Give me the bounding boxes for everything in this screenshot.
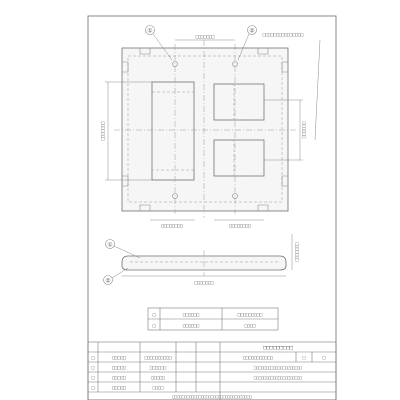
tb-row-4-value: □□□□	[153, 386, 164, 391]
right-lower-pocket-hidden	[233, 139, 265, 177]
right-upper-pocket-hidden	[233, 83, 265, 121]
balloon-1-label: ①	[147, 28, 152, 35]
dim-bottom-right-text: □□□□□□□□	[229, 224, 251, 229]
balloon-2-leader	[237, 33, 250, 61]
balloon-2	[247, 25, 257, 35]
side-view: ① ② □□□□□□□ □□□□□□□	[103, 234, 300, 286]
tb-row-3-name: □□□□□	[112, 376, 126, 381]
balloon-2-label: ②	[249, 28, 254, 35]
sheet-border	[87, 15, 337, 400]
top-view: ① ② □□□□□□□ □□□□□□□ □□□□□□ □□□□□□□□□□□□□…	[101, 25, 321, 229]
dim-bottom-left-text: □□□□□□□□	[161, 224, 183, 229]
title-block: □□□□□□□□□ □□□□□□□□□□□ □ □ □□□□□□□□□□□□□□…	[87, 341, 337, 400]
tb-row-2-value: □□□□□□	[150, 366, 167, 371]
notch-right-top	[281, 61, 288, 73]
dim-right-text: □□□□□□	[302, 122, 307, 139]
note-text: □□□□□□□□□□□□□□□	[263, 33, 304, 38]
tb-row-3-no: □	[92, 376, 95, 381]
dim-top-text: □□□□□□□	[196, 35, 215, 40]
drawing-number: □□□□□□□□□□□	[243, 356, 273, 361]
parts-row-1-material: □□□□□□□□□	[238, 313, 263, 318]
tb-row-3-value: □□□□□	[151, 376, 165, 381]
tb-row-2-name: □□□□□	[112, 366, 126, 371]
tb-row-4-no: □	[92, 386, 95, 391]
side-balloon-1-label: ①	[107, 242, 112, 249]
side-balloon-2-label: ②	[105, 278, 110, 285]
balloon-1-leader	[152, 33, 173, 61]
note-leader	[314, 39, 321, 141]
parts-row-2-name: □□□□□□	[183, 324, 200, 329]
hole-top-left	[172, 61, 178, 67]
parts-row-1-no: □	[153, 313, 156, 318]
plate-outline	[121, 47, 289, 212]
dim-width-text: □□□□□□□	[195, 281, 214, 286]
notch-left-top	[122, 61, 129, 73]
right-upper-pocket	[213, 83, 265, 121]
left-pocket-hidden	[151, 91, 195, 171]
dim-height-text: □□□□□□□	[295, 242, 300, 261]
left-pocket	[151, 81, 195, 181]
tb-row-2-no: □	[92, 366, 95, 371]
title-block-frame	[87, 341, 337, 400]
tb-row-4-name: □□□□□	[112, 386, 126, 391]
side-balloon-2-leader	[111, 267, 129, 279]
plate-inner-boundary	[127, 55, 283, 203]
notch-top-right	[257, 48, 269, 55]
parts-row-1-name: □□□□□□	[183, 313, 200, 318]
notch-bottom-left	[139, 204, 151, 211]
parts-row-2-no: □	[153, 324, 156, 329]
title-text: □□□□□□□□□	[263, 345, 293, 351]
tb-row-1-name: □□□□□	[112, 356, 126, 361]
parts-row-2-material: □□□□	[245, 324, 256, 329]
balloon-1	[145, 25, 155, 35]
right-lower-pocket	[213, 139, 265, 177]
hole-bottom-left	[172, 193, 178, 199]
notch-top-left	[139, 48, 151, 55]
dim-left-text: □□□□□□□	[101, 121, 106, 140]
parts-list: □ □□□□□□ □□□□□□□□□ □ □□□□□□ □□□□	[147, 307, 279, 331]
notch-left-bottom	[122, 175, 129, 187]
notch-right-bottom	[281, 175, 288, 187]
title-line-2: □□□□□□□□□□□□□□□□□□□□	[254, 365, 303, 370]
hole-top-right	[232, 61, 238, 67]
side-balloon-1-leader	[113, 245, 141, 259]
tb-row-1-value: □□□□□□□□□□	[144, 356, 171, 361]
tb-row-1-no: □	[92, 356, 95, 361]
title-line-3: □□□□□□□□□□□□□□□□□□□□	[254, 375, 303, 380]
bottom-strip-text: □□□□□□□□□□□□□□□□□□□□□□□□□□□□□□□□□	[172, 394, 252, 399]
side-balloon-1	[105, 239, 115, 249]
side-balloon-2	[103, 275, 113, 285]
hole-bottom-right	[232, 193, 238, 199]
notch-bottom-right	[257, 204, 269, 211]
sheet-label: □	[323, 356, 326, 361]
scale-label: □	[303, 356, 306, 361]
